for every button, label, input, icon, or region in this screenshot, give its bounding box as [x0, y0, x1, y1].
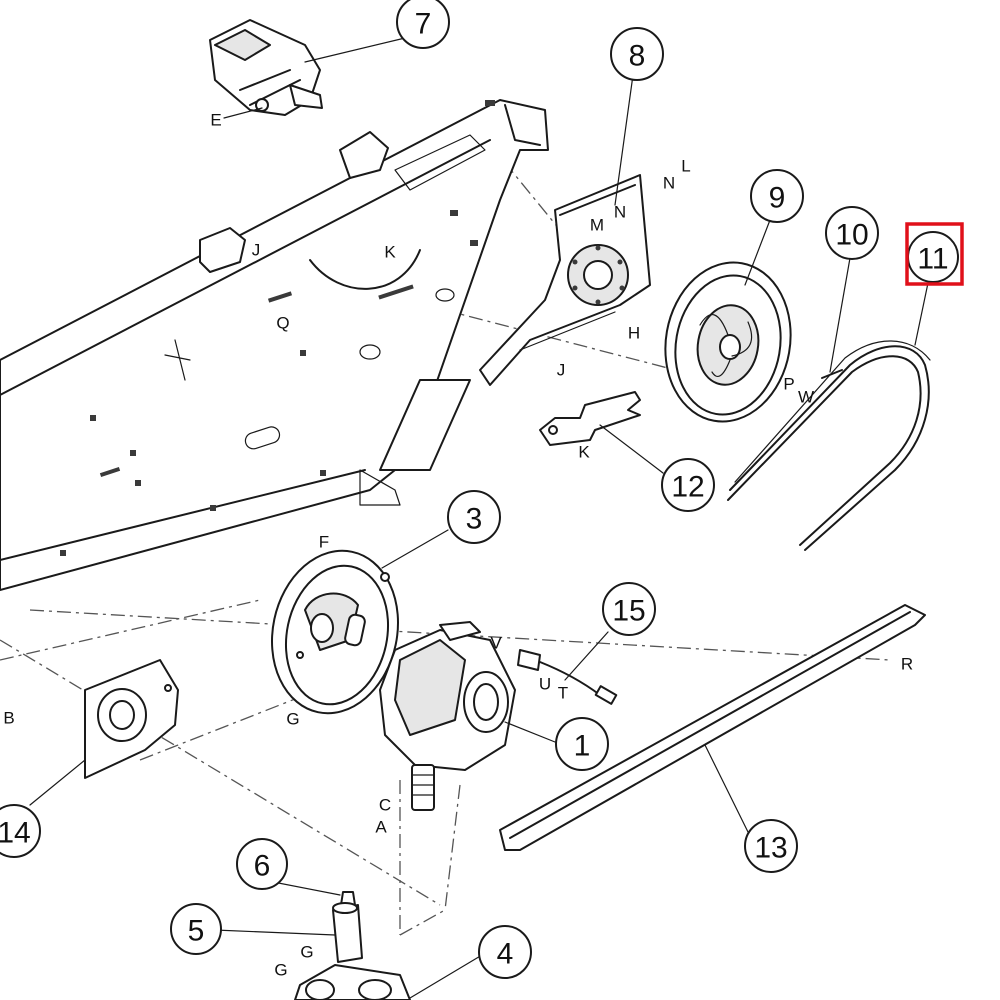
callout-11[interactable]: 11 [905, 222, 964, 286]
callout-7: 7 [396, 0, 450, 49]
ref-a: A [375, 818, 387, 837]
callout-label-1: 1 [574, 730, 591, 763]
callout-9: 9 [750, 169, 804, 223]
ref-t: T [558, 684, 568, 703]
callout-15: 15 [602, 582, 656, 636]
callout-label-5: 5 [188, 915, 205, 948]
ref-b: B [3, 709, 14, 728]
ref-q: Q [276, 314, 289, 333]
callouts: 7 8 9 10 11 12 3 15 [0, 0, 964, 979]
part-11-v-belt [727, 340, 931, 551]
callout-label-15: 15 [612, 595, 645, 628]
part-15-sensor [517, 649, 618, 705]
callout-label-4: 4 [497, 938, 514, 971]
callout-label-3: 3 [466, 503, 483, 536]
part-3-drive-sheave [271, 549, 399, 715]
part-10-key [821, 369, 843, 379]
callout-12: 12 [661, 458, 715, 512]
ref-g-sheave: G [286, 710, 299, 729]
callout-13: 13 [744, 819, 798, 873]
ref-g-cylinder: G [300, 943, 313, 962]
callout-label-9: 9 [769, 182, 786, 215]
part-12-bracket [539, 391, 641, 446]
ref-p: P [783, 375, 794, 394]
main-frame [0, 99, 549, 591]
ref-l: L [681, 157, 690, 176]
callout-4: 4 [478, 925, 532, 979]
part-1-gearbox [379, 621, 516, 811]
ref-j-plate: J [557, 361, 566, 380]
ref-n: N [663, 174, 675, 193]
part-9-driven-sheave [664, 261, 792, 423]
part-4-coupler [294, 964, 411, 1000]
ref-n-plate: N [614, 203, 626, 222]
ref-e: E [210, 111, 221, 130]
callout-3: 3 [447, 490, 501, 544]
callout-1: 1 [555, 717, 609, 771]
callout-14: 14 [0, 804, 41, 858]
ref-k-frame: K [384, 243, 396, 262]
ref-g-coupler: G [274, 961, 287, 980]
callout-label-13: 13 [754, 832, 787, 865]
ref-f: F [319, 533, 329, 552]
ref-j-frame: J [252, 241, 261, 260]
callout-label-6: 6 [254, 850, 271, 883]
callout-6: 6 [236, 838, 288, 890]
part-13-guard-channel [499, 604, 926, 851]
callout-label-8: 8 [629, 40, 646, 73]
callout-label-10: 10 [835, 219, 868, 252]
callout-8: 8 [610, 27, 664, 81]
part-5-cylinder [332, 902, 363, 963]
ref-u: U [539, 675, 551, 694]
ref-r: R [901, 655, 913, 674]
callout-10: 10 [825, 206, 879, 260]
ref-c: C [379, 796, 391, 815]
ref-v: V [490, 634, 502, 653]
highlight-box [905, 222, 964, 286]
callout-5: 5 [170, 903, 222, 955]
reference-letters: E J K Q M N N L H J P W K F G V U T R B … [3, 111, 913, 980]
callout-label-12: 12 [671, 471, 704, 504]
callout-label-11: 11 [917, 243, 948, 276]
part-14-bearing-plate [84, 659, 179, 779]
leader-lines [29, 37, 929, 999]
part-7-hydraulic-motor [209, 19, 323, 116]
ref-k-bracket: K [578, 443, 590, 462]
ref-h: H [628, 324, 640, 343]
callout-label-7: 7 [415, 8, 432, 41]
ref-m: M [590, 216, 604, 235]
part-8-mounting-plate [479, 174, 651, 386]
ref-w: W [798, 388, 814, 407]
callout-label-14: 14 [0, 817, 31, 850]
